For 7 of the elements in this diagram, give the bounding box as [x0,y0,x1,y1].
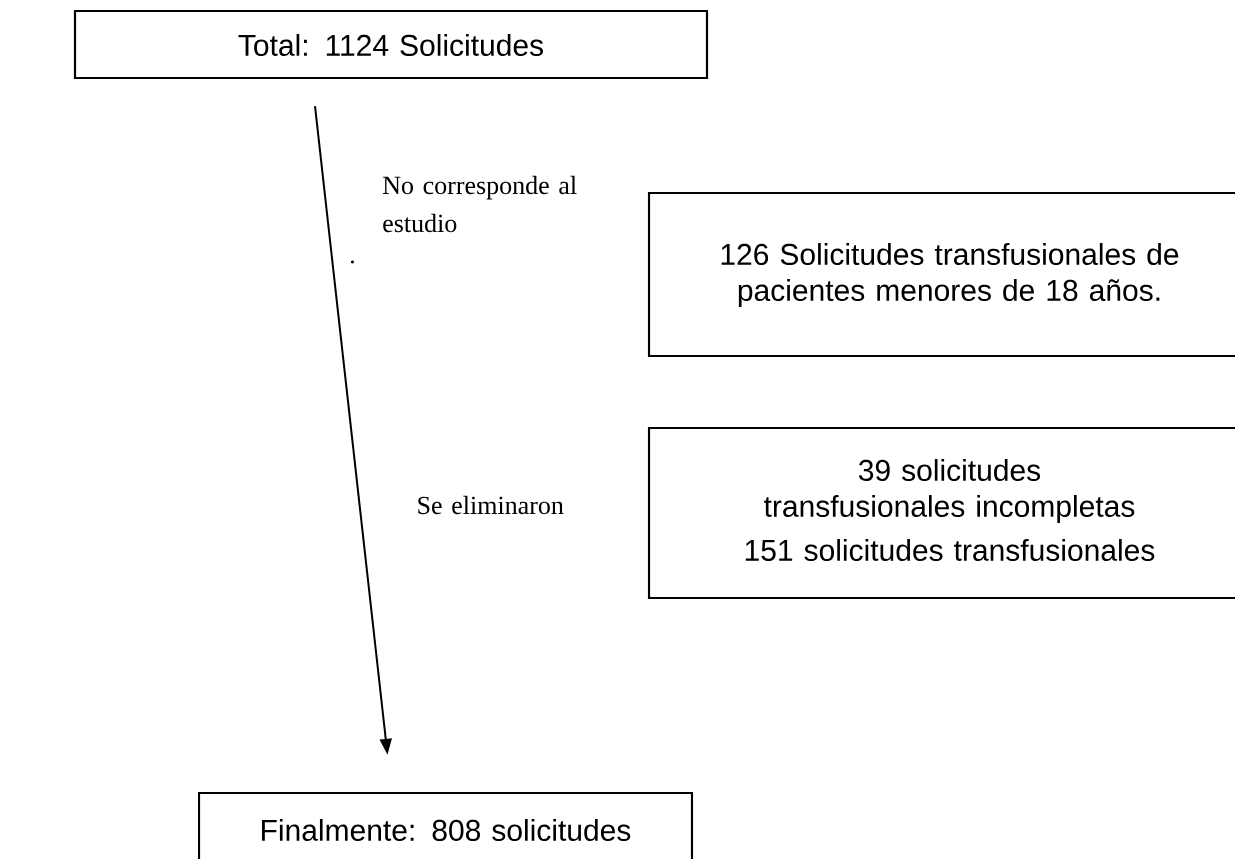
process-box: Finalmente: 808 solicitudes [197,791,694,859]
process-box: Total: 1124 Solicitudes [73,9,709,80]
note-text: . [350,260,354,264]
process-box: 126 Solicitudes transfusionales de pacientes menores de 18 años. [647,191,1235,358]
note-text: Se eliminaron [418,495,564,515]
note-text: No corresponde al estudio [382,175,577,233]
process-box: 39 solicitudes transfusionales incompletas 151 solicitudes transfusionales [647,426,1235,600]
